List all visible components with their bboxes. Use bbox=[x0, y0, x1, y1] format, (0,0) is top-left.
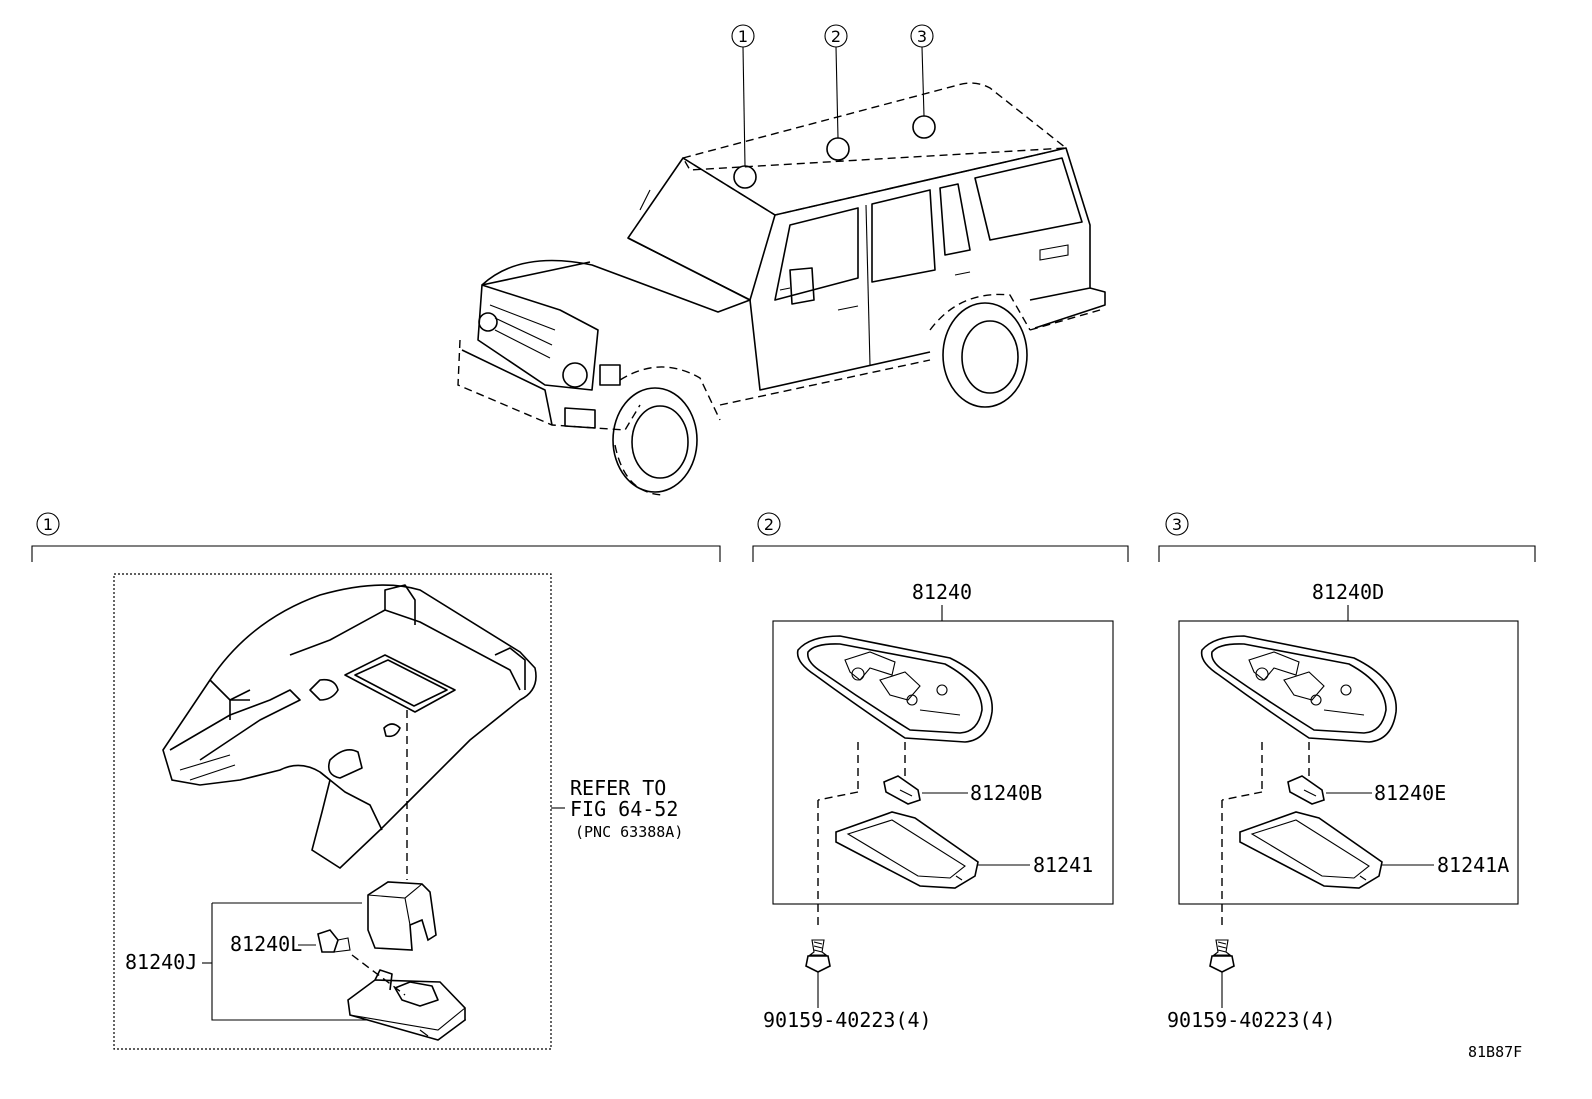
callout-3-number: 3 bbox=[917, 27, 927, 46]
screw-90159-section-3 bbox=[1209, 939, 1235, 1008]
part-81240d-label: 81240D bbox=[1312, 580, 1384, 604]
callout-2-number: 2 bbox=[831, 27, 841, 46]
bulb-81240b bbox=[883, 775, 921, 805]
part-81241-label: 81241 bbox=[1033, 853, 1093, 877]
figure-code: 81B87F bbox=[1468, 1043, 1522, 1061]
vehicle-illustration: 1 2 3 bbox=[457, 24, 1106, 496]
lens-81241 bbox=[835, 811, 979, 889]
section-1-bracket bbox=[31, 545, 721, 562]
callout-3-circle bbox=[910, 24, 934, 48]
section-3-number: 3 bbox=[1172, 515, 1182, 534]
bulb-81240l bbox=[317, 929, 351, 953]
section-2-number: 2 bbox=[764, 515, 774, 534]
refer-to-text: REFER TO bbox=[570, 776, 666, 800]
room-lamp-assembly-3 bbox=[1200, 635, 1397, 743]
bulb-81240e bbox=[1287, 775, 1325, 805]
callout-1-circle bbox=[731, 24, 755, 48]
lamp-base bbox=[347, 979, 466, 1041]
roof-light-2-marker bbox=[826, 137, 850, 161]
section-3-bracket bbox=[1158, 545, 1536, 562]
section-2-circle bbox=[757, 512, 781, 536]
section-3-circle bbox=[1165, 512, 1189, 536]
part-81240e-label: 81240E bbox=[1374, 781, 1446, 805]
refer-pnc-text: (PNC 63388A) bbox=[575, 823, 683, 841]
part-90159-label-2: 90159-40223(4) bbox=[763, 1008, 932, 1032]
section-3-frame bbox=[1178, 620, 1519, 905]
refer-fig-text: FIG 64-52 bbox=[570, 797, 678, 821]
callout-1-number: 1 bbox=[738, 27, 748, 46]
lens-81241a bbox=[1239, 811, 1383, 889]
section-1-number: 1 bbox=[43, 515, 53, 534]
part-81241a-label: 81241A bbox=[1437, 853, 1509, 877]
lamp-cover bbox=[367, 881, 437, 951]
part-81240b-label: 81240B bbox=[970, 781, 1042, 805]
part-81240-label: 81240 bbox=[912, 580, 972, 604]
part-90159-label-3: 90159-40223(4) bbox=[1167, 1008, 1336, 1032]
callout-2-circle bbox=[824, 24, 848, 48]
section-2: 2 81240 81240B bbox=[752, 512, 1129, 1032]
section-2-bracket bbox=[752, 545, 1129, 562]
roof-light-3-marker bbox=[912, 115, 936, 139]
room-lamp-assembly-2 bbox=[796, 635, 993, 743]
section-3: 3 81240D 81240E bbox=[1158, 512, 1536, 1032]
section-1-circle bbox=[36, 512, 60, 536]
section-1: 1 REFER TO FIG 64-52 (PNC 63388A) bbox=[31, 512, 721, 1050]
screw-90159-section-2 bbox=[805, 939, 831, 1008]
part-81240l-label: 81240L bbox=[230, 932, 302, 956]
section-2-frame bbox=[772, 620, 1114, 905]
overhead-console-housing bbox=[162, 584, 537, 870]
part-81240j-label: 81240J bbox=[125, 950, 197, 974]
roof-light-1-marker bbox=[733, 165, 757, 189]
